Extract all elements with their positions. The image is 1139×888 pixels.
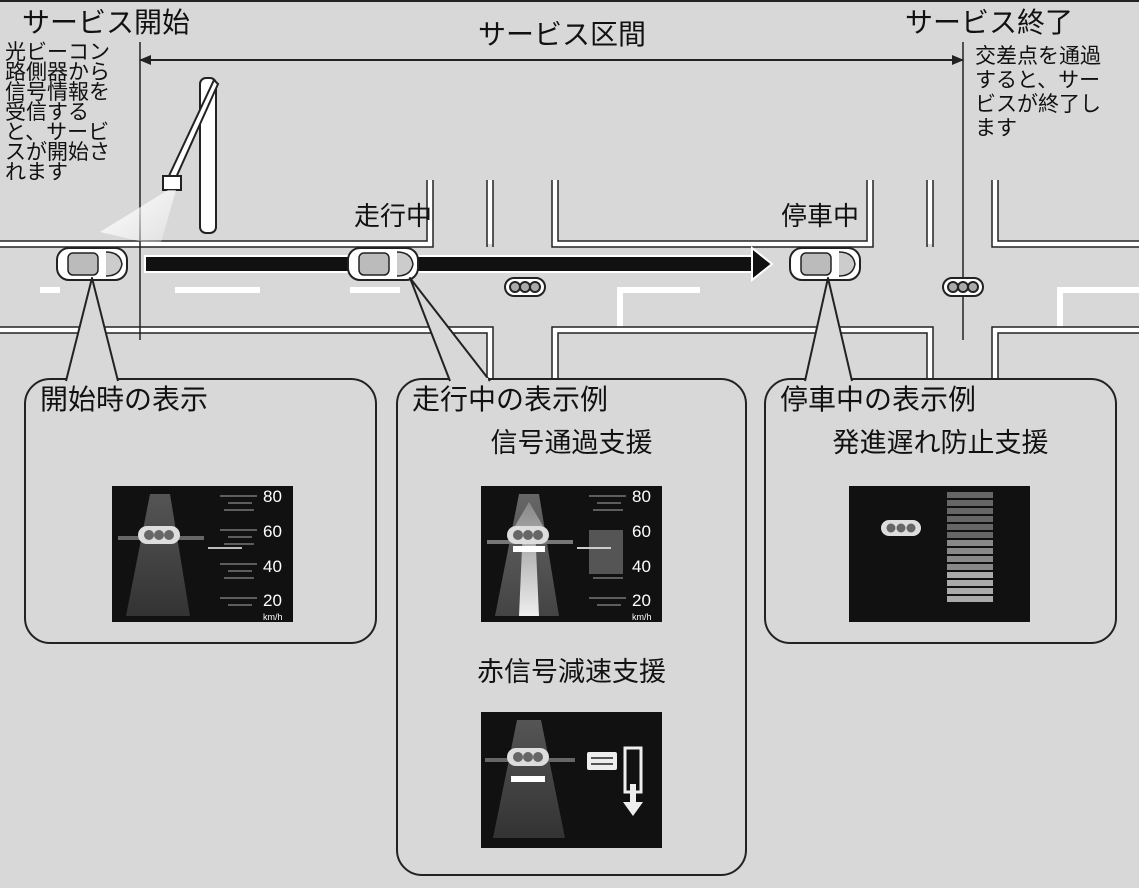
signal-pass-assist-heading: 信号通過支援 [490, 428, 653, 459]
speed-tick-label: 40 [632, 557, 651, 576]
speed-tick-label: 60 [632, 522, 651, 541]
start-delay-prevention-heading: 発進遅れ防止支援 [832, 428, 1049, 459]
note-line: 路側器から [5, 60, 110, 84]
hud-start-display [112, 486, 293, 622]
red-signal-decel-assist-heading: 赤信号減速支援 [477, 657, 666, 688]
hud-start-delay-prevention [849, 486, 1030, 622]
speed-tick-label: 80 [263, 487, 282, 506]
service-start-label: サービス開始 [22, 6, 191, 39]
note-line: ます [975, 116, 1017, 140]
note-line: スが開始さ [5, 140, 110, 164]
stopped-label: 停車中 [781, 202, 860, 232]
hud-signal-pass-assist [481, 486, 662, 622]
note-line: れます [5, 160, 68, 184]
service-start-note: 光ビーコン 路側器から 信号情報を 受信する と、サービ スが開始さ れます [5, 40, 110, 184]
service-end-label: サービス終了 [905, 6, 1074, 39]
callout-title: 開始時の表示 [40, 383, 209, 416]
driving-label: 走行中 [354, 202, 433, 232]
service-end-note: 交差点を通過 すると、サー ビスが終了し ます [975, 44, 1101, 140]
note-line: 交差点を通過 [975, 44, 1101, 68]
speed-tick-label: 60 [263, 522, 282, 541]
hud-red-signal-decel-assist [481, 712, 662, 848]
speed-tick-label: 20 [632, 591, 651, 610]
service-section-label: サービス区間 [478, 18, 647, 51]
note-line: 光ビーコン [5, 40, 110, 64]
note-line: すると、サー [975, 68, 1101, 92]
note-line: 受信する [5, 100, 89, 124]
speed-tick-label: 80 [632, 487, 651, 506]
note-line: 信号情報を [5, 80, 110, 104]
note-line: ビスが終了し [975, 92, 1101, 116]
callout-title: 走行中の表示例 [412, 383, 609, 416]
note-line: と、サービ [5, 120, 110, 144]
road-scene [0, 0, 1139, 380]
speed-tick-label: 40 [263, 557, 282, 576]
speed-tick-label: 20 [263, 591, 282, 610]
callout-title: 停車中の表示例 [780, 383, 977, 416]
speed-unit: km/h [263, 612, 283, 622]
speed-unit: km/h [632, 612, 652, 622]
